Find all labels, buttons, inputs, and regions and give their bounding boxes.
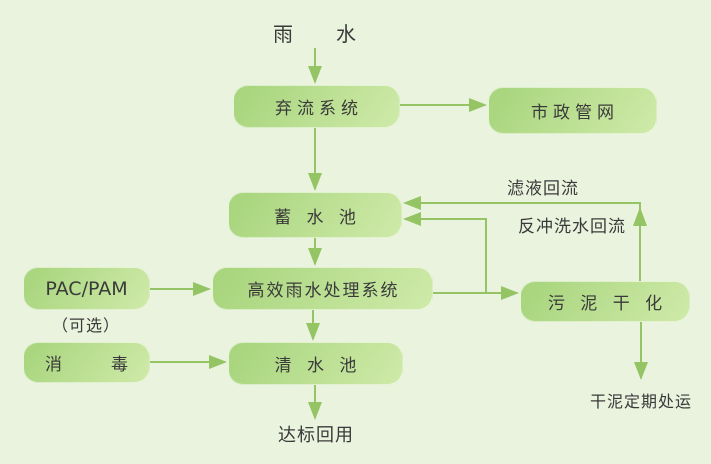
- label-optional: （可选）: [51, 316, 120, 335]
- edge-label-filtrate-return: 滤液回流: [507, 179, 579, 199]
- arrow-backwash-return: [403, 212, 487, 293]
- node-rainwater-treatment-system: 高效雨水处理系统: [212, 267, 433, 310]
- node-discard-system: 弃流系统: [233, 85, 400, 128]
- node-pac-pam-dosing: PAC/PAM: [23, 267, 150, 310]
- node-sludge-drying: 污 泥 干 化: [520, 281, 690, 322]
- arrow-filtrate-return: [403, 196, 641, 281]
- node-clear-water-tank: 清 水 池: [228, 342, 403, 385]
- node-municipal-pipe-network: 市政管网: [488, 87, 657, 134]
- node-disinfection: 消 毒: [23, 342, 150, 383]
- up-arrowhead-filtrate: [633, 207, 647, 226]
- label-reuse-after-standard: 达标回用: [278, 425, 354, 446]
- node-storage-tank: 蓄 水 池: [228, 192, 402, 238]
- node-rain-water-label: 雨 水: [273, 22, 357, 46]
- edge-label-backwash-return: 反冲洗水回流: [518, 217, 626, 237]
- label-dry-sludge-disposal: 干泥定期处运: [589, 392, 692, 411]
